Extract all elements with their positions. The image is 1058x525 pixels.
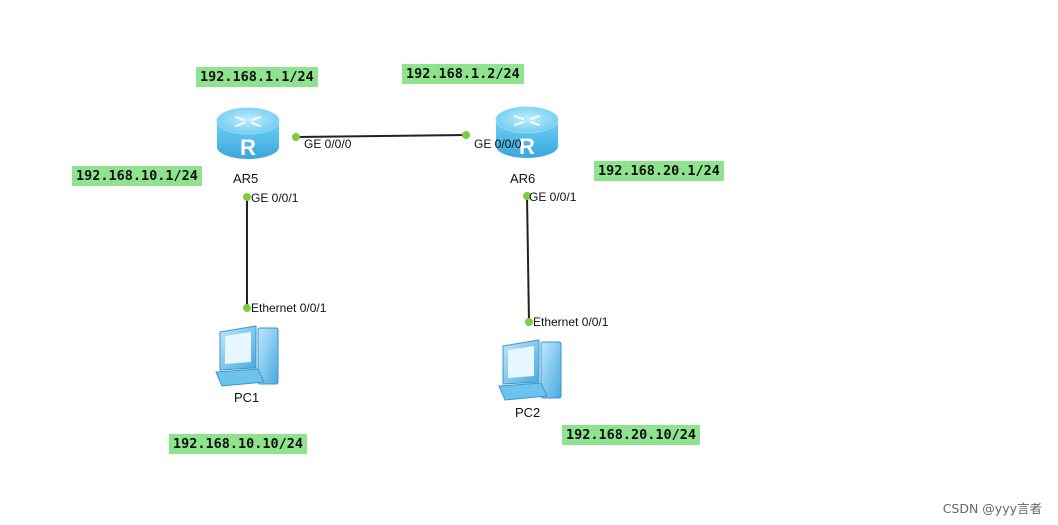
ip-label-ar5-ge001: 192.168.10.1/24 [72, 166, 202, 186]
pc1-icon[interactable] [215, 325, 279, 387]
router-ar5-icon[interactable]: R [216, 107, 280, 160]
link-ar5-ar6[interactable] [295, 134, 468, 138]
ip-label-pc1: 192.168.10.10/24 [169, 434, 308, 454]
port-dot-ar6-ge001[interactable] [523, 192, 531, 200]
port-dot-pc2-eth[interactable] [525, 318, 533, 326]
port-label-ar5-ge000: GE 0/0/0 [304, 137, 352, 151]
port-label-pc2-eth: Ethernet 0/0/1 [533, 315, 609, 329]
link-ar6-pc2[interactable] [526, 195, 530, 323]
watermark: CSDN @yyy言者 [942, 501, 1042, 516]
port-dot-ar5-ge001[interactable] [243, 193, 251, 201]
port-dot-ar6-ge000[interactable] [462, 131, 470, 139]
pc2-icon[interactable] [498, 339, 562, 401]
svg-text:R: R [240, 135, 256, 160]
port-label-ar6-ge000: GE 0/0/0 [474, 137, 522, 151]
port-dot-pc1-eth[interactable] [243, 304, 251, 312]
router-ar6-icon[interactable]: R [495, 106, 559, 159]
device-name-pc1: PC1 [234, 390, 260, 405]
ip-label-pc2: 192.168.20.10/24 [562, 425, 701, 445]
svg-text:R: R [519, 134, 535, 159]
ip-label-ar6-ge000: 192.168.1.2/24 [402, 64, 524, 84]
device-name-ar5: AR5 [233, 171, 259, 186]
port-label-pc1-eth: Ethernet 0/0/1 [251, 301, 327, 315]
port-dot-ar5-ge000[interactable] [292, 133, 300, 141]
ip-label-ar6-ge001: 192.168.20.1/24 [594, 161, 724, 181]
ip-label-ar5-ge000: 192.168.1.1/24 [196, 67, 318, 87]
port-label-ar5-ge001: GE 0/0/1 [251, 191, 299, 205]
device-name-ar6: AR6 [510, 171, 536, 186]
device-name-pc2: PC2 [515, 405, 541, 420]
port-label-ar6-ge001: GE 0/0/1 [529, 190, 577, 204]
